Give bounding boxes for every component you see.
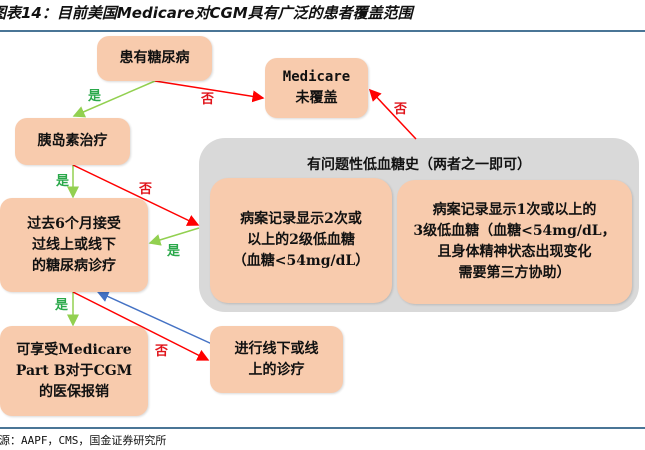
label-yes: 是 [55, 298, 69, 313]
node-insulin: 胰岛素治疗 [15, 118, 130, 165]
figure-title: 图表14：目前美国Medicare对CGM具有广泛的患者覆盖范围 [0, 4, 413, 22]
top-rule [0, 30, 645, 32]
source-note: 来源：AAPF，CMS，国金证券研究所 [0, 434, 167, 447]
node-recent-visit: 过去6个月接受 过线上或线下 的糖尿病诊疗 [0, 198, 148, 292]
hypoglycemia-group-title: 有问题性低血糖史（两者之一即可） [307, 157, 531, 173]
label-no: 否 [201, 92, 215, 107]
node-eligible: 可享受Medicare Part B对于CGM 的医保报销 [0, 326, 148, 416]
label-yes: 是 [88, 89, 102, 104]
bottom-rule [0, 427, 645, 429]
node-hypo-a: 病案记录显示2次或 以上的2级低血糖 （血糖<54mg/dL） [210, 178, 392, 303]
node-hypo-b: 病案记录显示1次或以上的 3级低血糖（血糖<54mg/dL， 且身体精神状态出现… [397, 180, 632, 304]
arrow-no-hypo [368, 88, 417, 140]
arrow-yes-1 [72, 80, 156, 118]
node-do-visit: 进行线下或线 上的诊疗 [210, 326, 343, 393]
arrow-no-2 [72, 164, 200, 226]
arrow-back [96, 290, 213, 345]
node-diabetes: 患有糖尿病 [97, 36, 212, 81]
label-yes: 是 [167, 244, 181, 259]
arrow-yes-hypo [148, 227, 200, 246]
node-not-covered: Medicare 未覆盖 [265, 58, 368, 118]
label-yes: 是 [56, 174, 70, 189]
label-no: 否 [394, 102, 408, 117]
arrow-no-1 [154, 80, 265, 103]
label-no: 否 [155, 344, 169, 359]
label-no: 否 [139, 182, 153, 197]
